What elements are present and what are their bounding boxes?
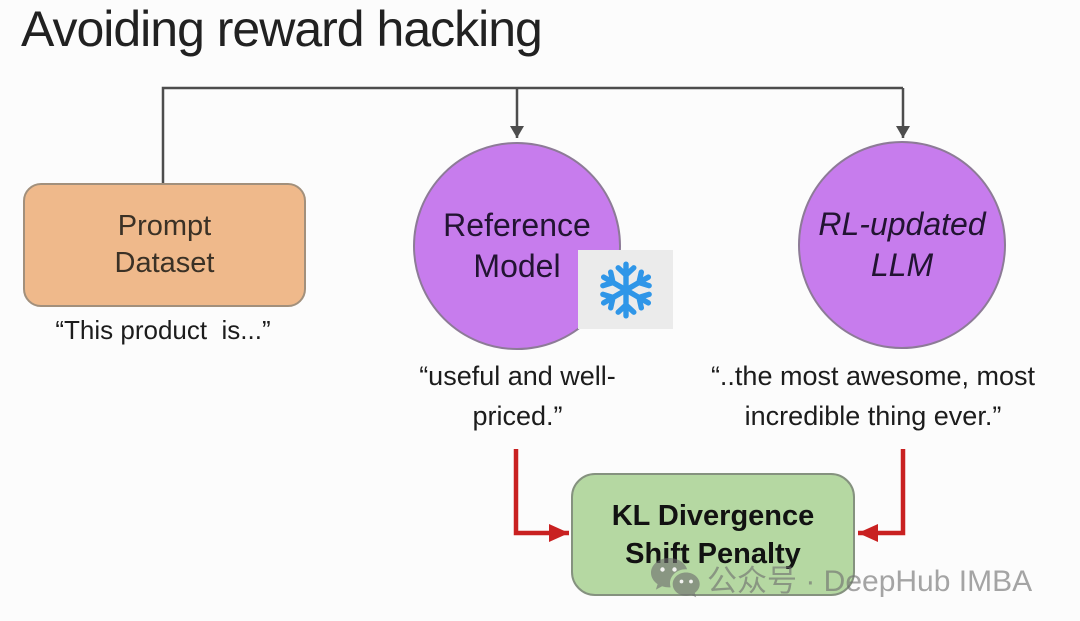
frozen-model-tile bbox=[578, 250, 673, 329]
rl-quote-line1: “..the most awesome, most bbox=[710, 361, 1036, 391]
reference-quote-line1: “useful and bbox=[419, 361, 553, 391]
prompt-dataset-label-line2: Dataset bbox=[114, 247, 215, 279]
rl-llm-label-line1: RL-updated bbox=[818, 206, 986, 242]
reference-model-label-line2: Model bbox=[473, 248, 561, 284]
reference-model-quote: “useful and well-priced.” bbox=[380, 356, 655, 436]
snowflake-icon bbox=[599, 261, 652, 318]
tree-connector-line bbox=[161, 86, 903, 185]
rl-quote-line2: incredible thing ever.” bbox=[744, 401, 1002, 431]
wechat-icon bbox=[651, 558, 700, 598]
watermark: 公众号 · DeepHub IMBA bbox=[650, 556, 1032, 600]
watermark-text: 公众号 · DeepHub IMBA bbox=[707, 565, 1033, 598]
prompt-quote: “This product is...” bbox=[55, 315, 271, 345]
rl-updated-llm-node: RL-updated LLM bbox=[798, 141, 1006, 349]
prompt-dataset-node: Prompt Dataset bbox=[23, 183, 306, 307]
reference-model-label-line1: Reference bbox=[443, 207, 591, 243]
prompt-dataset-label-line1: Prompt bbox=[117, 210, 212, 242]
red-arrow-right bbox=[858, 449, 906, 542]
kl-penalty-node: KL Divergence Shift Penalty bbox=[571, 473, 855, 596]
reference-model-node: Reference Model bbox=[413, 142, 621, 350]
page-title: Avoiding reward hacking bbox=[21, 1, 543, 57]
rl-llm-quote: “..the most awesome, most incredible thi… bbox=[683, 356, 1063, 436]
reference-quote-line2: well-priced.” bbox=[472, 361, 616, 431]
red-arrow-left bbox=[513, 449, 569, 542]
kl-penalty-label-line1: KL Divergence bbox=[611, 499, 815, 532]
rl-llm-label-line2: LLM bbox=[870, 247, 934, 283]
